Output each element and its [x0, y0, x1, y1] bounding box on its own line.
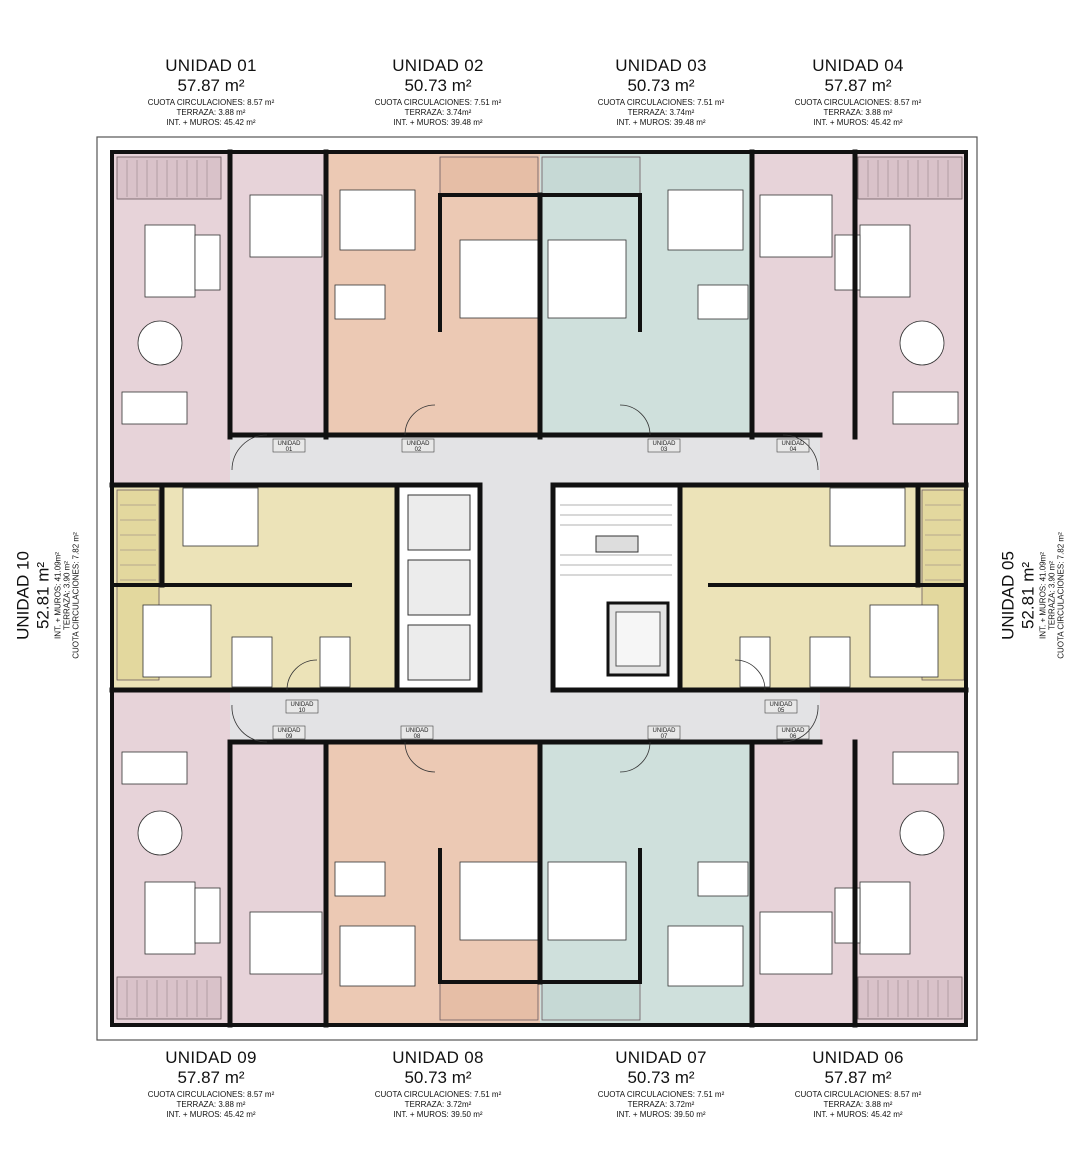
- door-tag-text: UNIDAD: [652, 728, 676, 734]
- unit-detail: TERRAZA: 3.88 m²: [176, 1100, 246, 1109]
- unit-04-side-zone: [820, 437, 966, 485]
- unit-area: 50.73 m²: [627, 1068, 695, 1087]
- door-swings: [231, 404, 819, 773]
- unit-name: UNIDAD 04: [812, 56, 904, 75]
- unit-name: UNIDAD 07: [615, 1048, 707, 1067]
- unit-area: 50.73 m²: [404, 76, 472, 95]
- door-tag-text: UNIDAD: [769, 702, 793, 708]
- unit-area: 50.73 m²: [404, 1068, 472, 1087]
- unit-07-label: UNIDAD 07 50.73 m² CUOTA CIRCULACIONES: …: [561, 1048, 761, 1120]
- unit-name: UNIDAD 01: [165, 56, 257, 75]
- door-tag-03: UNIDAD 03: [647, 438, 681, 453]
- door-tag-07: UNIDAD 07: [647, 725, 681, 740]
- unit-02-label: UNIDAD 02 50.73 m² CUOTA CIRCULACIONES: …: [338, 56, 538, 128]
- unit-detail: TERRAZA: 3.88 m²: [176, 108, 246, 117]
- unit-detail: TERRAZA: 3.74m²: [404, 108, 472, 117]
- unit-06-label: UNIDAD 06 57.87 m² CUOTA CIRCULACIONES: …: [758, 1048, 958, 1120]
- unit-area: 57.87 m²: [824, 76, 892, 95]
- door-tag-06: UNIDAD 06: [776, 725, 810, 740]
- unit-04-label: UNIDAD 04 57.87 m² CUOTA CIRCULACIONES: …: [758, 56, 958, 128]
- unit-detail: TERRAZA: 3.72m²: [404, 1100, 472, 1109]
- unit-area: 57.87 m²: [177, 76, 245, 95]
- unit-detail: INT. + MUROS: 39.48 m²: [616, 118, 706, 127]
- door-tag-08: UNIDAD 08: [400, 725, 434, 740]
- door-tag-01: UNIDAD 01: [272, 438, 306, 453]
- unit-09-side-zone: [112, 690, 230, 742]
- unit-detail: INT. + MUROS: 45.42 m²: [166, 1110, 256, 1119]
- unit-name: UNIDAD 08: [392, 1048, 484, 1067]
- unit-name: UNIDAD 09: [165, 1048, 257, 1067]
- door-tag-number: 03: [661, 447, 668, 453]
- door-tag-text: UNIDAD: [277, 728, 301, 734]
- unit-detail: INT. + MUROS: 45.42 m²: [813, 118, 903, 127]
- door-tag-number: 01: [286, 447, 293, 453]
- door-tag-number: 08: [414, 734, 421, 740]
- terrace-slats: [120, 160, 961, 1017]
- door-tag-09: UNIDAD 09: [272, 725, 306, 740]
- unit-name: UNIDAD 06: [812, 1048, 904, 1067]
- unit-detail: CUOTA CIRCULACIONES: 8.57 m²: [794, 1090, 922, 1099]
- door-tag-number: 05: [778, 708, 785, 714]
- door-tag-number: 10: [299, 708, 306, 714]
- door-tag-text: UNIDAD: [781, 728, 805, 734]
- door-tag-10: UNIDAD 10: [285, 699, 319, 714]
- unit-06-side-zone: [820, 690, 966, 742]
- door-tag-number: 02: [415, 447, 422, 453]
- furniture: [121, 189, 959, 987]
- unit-detail: CUOTA CIRCULACIONES: 8.57 m²: [147, 98, 275, 107]
- door-tag-02: UNIDAD 02: [401, 438, 435, 453]
- unit-01-label: UNIDAD 01 57.87 m² CUOTA CIRCULACIONES: …: [111, 56, 311, 128]
- unit-detail: CUOTA CIRCULACIONES: 7.51 m²: [374, 1090, 502, 1099]
- unit-detail: TERRAZA: 3.74m²: [627, 108, 695, 117]
- unit-detail: CUOTA CIRCULACIONES: 8.57 m²: [147, 1090, 275, 1099]
- door-tag-text: UNIDAD: [781, 441, 805, 447]
- unit-detail: CUOTA CIRCULACIONES: 8.57 m²: [794, 98, 922, 107]
- unit-detail: INT. + MUROS: 39.50 m²: [616, 1110, 706, 1119]
- door-tag-text: UNIDAD: [290, 702, 314, 708]
- walls: [109, 149, 969, 1028]
- door-tag-number: 04: [790, 447, 797, 453]
- unit-detail: CUOTA CIRCULACIONES: 7.51 m²: [597, 98, 725, 107]
- unit-detail: INT. + MUROS: 39.50 m²: [393, 1110, 483, 1119]
- unit-detail: INT. + MUROS: 45.42 m²: [166, 118, 256, 127]
- unit-09-label: UNIDAD 09 57.87 m² CUOTA CIRCULACIONES: …: [111, 1048, 311, 1120]
- unit-detail: TERRAZA: 3.72m²: [627, 1100, 695, 1109]
- unit-detail: TERRAZA: 3.88 m²: [823, 108, 893, 117]
- door-tag-text: UNIDAD: [405, 728, 429, 734]
- unit-detail: CUOTA CIRCULACIONES: 7.51 m²: [597, 1090, 725, 1099]
- unit-08-label: UNIDAD 08 50.73 m² CUOTA CIRCULACIONES: …: [338, 1048, 538, 1120]
- unit-detail: TERRAZA: 3.88 m²: [823, 1100, 893, 1109]
- unit-name: UNIDAD 03: [615, 56, 707, 75]
- door-tags: UNIDAD 01 UNIDAD 02 UNIDAD 03 UNIDAD 04 …: [272, 438, 810, 740]
- door-tag-05: UNIDAD 05: [764, 699, 798, 714]
- door-tag-04: UNIDAD 04: [776, 438, 810, 453]
- unit-detail: INT. + MUROS: 39.48 m²: [393, 118, 483, 127]
- unit-detail: CUOTA CIRCULACIONES: 7.51 m²: [374, 98, 502, 107]
- unit-detail: INT. + MUROS: 45.42 m²: [813, 1110, 903, 1119]
- unit-area: 57.87 m²: [824, 1068, 892, 1087]
- core: [394, 482, 683, 693]
- corridor: [230, 435, 820, 742]
- door-tag-text: UNIDAD: [406, 441, 430, 447]
- unit-name: UNIDAD 02: [392, 56, 484, 75]
- unit-area: 57.87 m²: [177, 1068, 245, 1087]
- door-tag-number: 07: [661, 734, 668, 740]
- site-frame: [96, 136, 978, 1041]
- door-tag-number: 09: [286, 734, 293, 740]
- door-tag-number: 06: [790, 734, 797, 740]
- unit-03-label: UNIDAD 03 50.73 m² CUOTA CIRCULACIONES: …: [561, 56, 761, 128]
- door-tag-text: UNIDAD: [652, 441, 676, 447]
- unit-01-side-zone: [112, 437, 230, 485]
- door-tag-text: UNIDAD: [277, 441, 301, 447]
- unit-area: 50.73 m²: [627, 76, 695, 95]
